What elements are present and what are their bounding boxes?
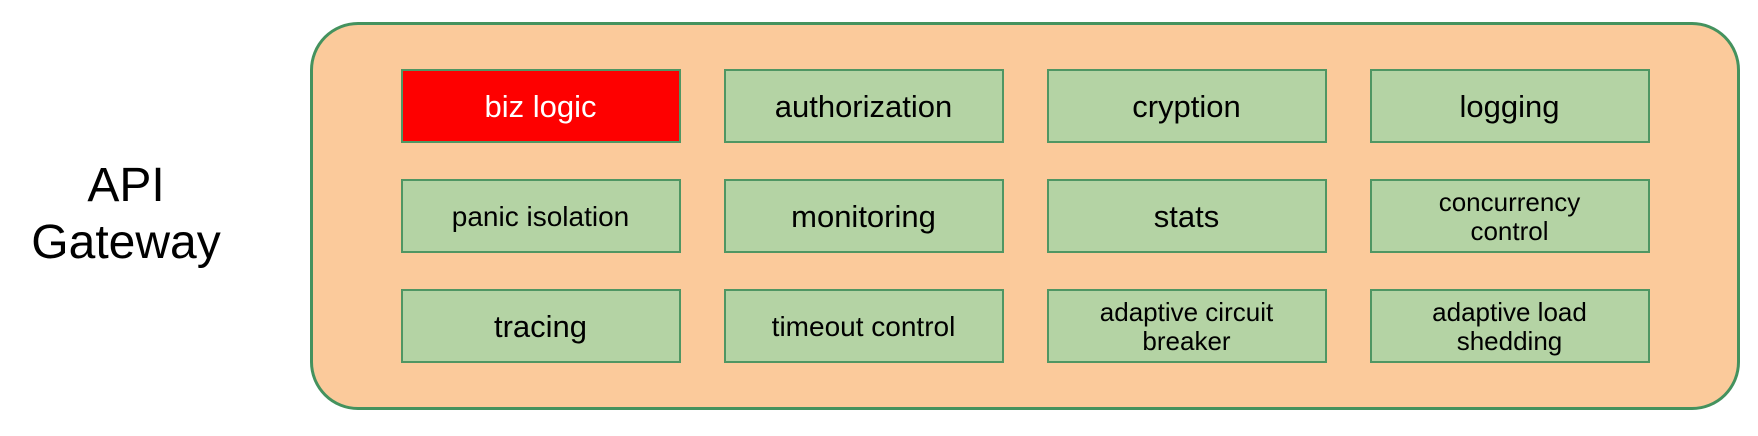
cell-cryption: cryption [1046,69,1327,143]
feature-grid: biz logic authorization cryption logging pan… [400,69,1650,363]
cell-biz-logic: biz logic [400,69,681,143]
cell-tracing: tracing [400,289,681,363]
cell-panic-isolation: panic isolation [400,179,681,253]
cell-adaptive-load-shedding: adaptive load shedding [1369,289,1650,363]
api-gateway-label-line2: Gateway [31,215,221,269]
cell-stats: stats [1046,179,1327,253]
api-gateway-label-line1: API [87,159,165,212]
cell-logging: logging [1369,69,1650,143]
cell-monitoring: monitoring [723,179,1004,253]
cell-authorization: authorization [723,69,1004,143]
cell-concurrency-control: concurrency control [1369,179,1650,253]
api-gateway-label: API Gateway [0,158,252,271]
cell-timeout-control: timeout control [723,289,1004,363]
api-gateway-container: biz logic authorization cryption logging pan… [310,22,1740,410]
cell-adaptive-circuit-breaker: adaptive circuit breaker [1046,289,1327,363]
